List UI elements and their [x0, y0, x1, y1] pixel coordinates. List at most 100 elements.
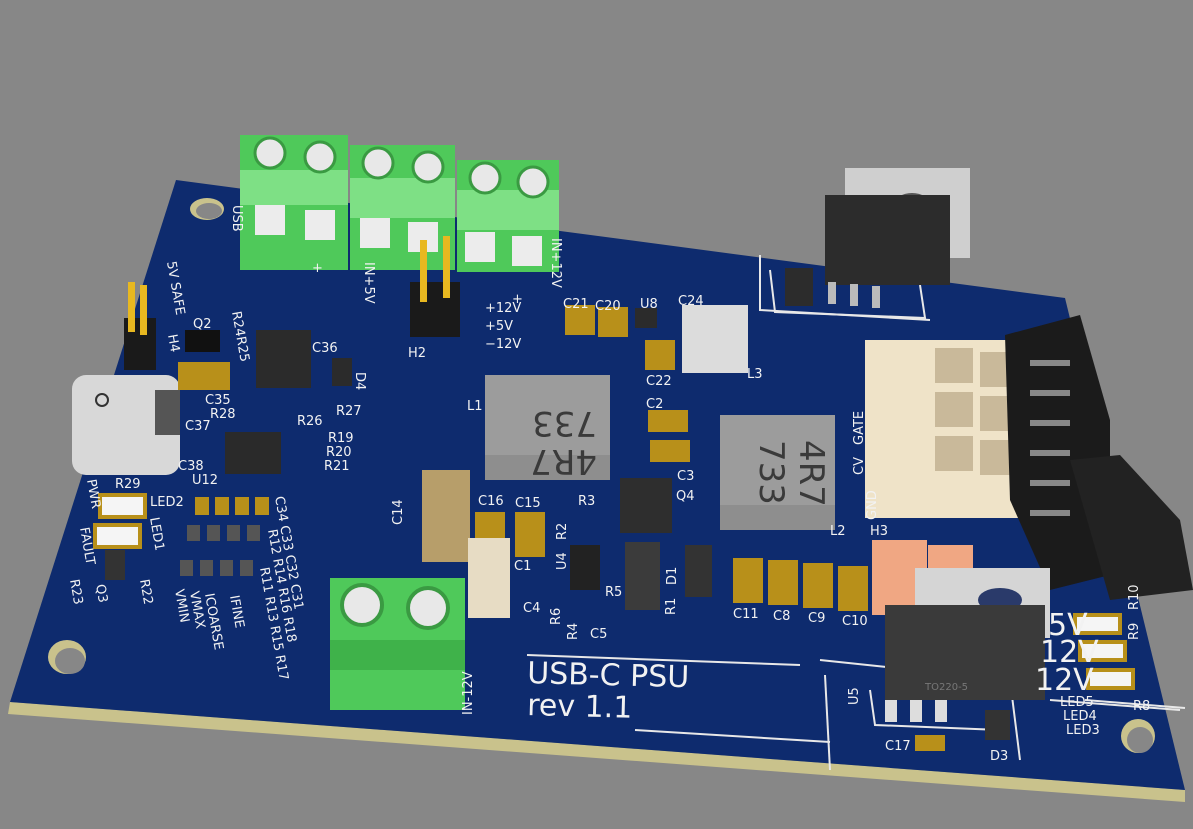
refdes-r2: R2 [555, 523, 570, 540]
refdes-r5: R5 [605, 585, 622, 600]
refdes-d3: D3 [990, 749, 1008, 764]
terminal-block-usb[interactable] [240, 135, 348, 270]
led-fault [93, 523, 142, 549]
passive-array [180, 497, 269, 576]
molex-power-connector-h3[interactable] [865, 340, 1025, 518]
refdes-led3: LED3 [1066, 723, 1100, 738]
label-in-12v: IN-12V [461, 671, 476, 715]
refdes-c4: C4 [523, 601, 540, 616]
refdes-c35: C35 [205, 393, 231, 408]
refdes-c16: C16 [478, 494, 504, 509]
board-title: USB-C PSU [527, 656, 690, 695]
refdes-q3: Q3 [92, 583, 110, 604]
refdes-l1: L1 [467, 399, 483, 414]
inductor-l2-value: 4R7 [791, 440, 831, 507]
refdes-u8: U8 [640, 297, 658, 312]
package-label: TO220-5 [924, 682, 968, 693]
refdes-r29: R29 [115, 477, 141, 492]
label-5v: 5V [1048, 608, 1088, 643]
diode [785, 268, 813, 306]
label-vmin: VMIN [171, 588, 192, 624]
label-vmax: VMAX [186, 590, 207, 630]
refdes-c9: C9 [808, 611, 825, 626]
refdes-r27: R27 [336, 404, 362, 419]
ic-u8 [635, 308, 657, 328]
inductor-l1-value: 4R7 [530, 441, 597, 481]
refdes-r4: R4 [566, 623, 581, 640]
ic-u12 [225, 432, 281, 474]
refdes-h2: H2 [408, 346, 426, 361]
refdes-l3: L3 [747, 367, 763, 382]
refdes-c15: C15 [515, 496, 541, 511]
idc-header[interactable] [1005, 315, 1193, 600]
capacitor-c15 [515, 512, 545, 557]
label-fault: FAULT [76, 526, 97, 566]
refdes-c38: C38 [178, 459, 204, 474]
terminal-block-in12v[interactable] [457, 160, 559, 272]
potentiometer[interactable] [468, 538, 510, 618]
refdes-c1: C1 [514, 559, 531, 574]
refdes-u12: U12 [192, 473, 218, 488]
refdes-c37: C37 [185, 419, 211, 434]
refdes-r3: R3 [578, 494, 595, 509]
capacitor-c21 [565, 305, 595, 335]
header-h2[interactable] [410, 236, 460, 337]
refdes-r23: R23 [66, 578, 85, 606]
refdes-c5: C5 [590, 627, 607, 642]
inductor-l1: 733 4R7 [485, 375, 610, 481]
capacitor-c2 [648, 410, 688, 432]
header-h4-5v-safe[interactable] [124, 282, 156, 370]
refdes-led4: LED4 [1063, 709, 1097, 724]
refdes-c20: C20 [595, 299, 621, 314]
capacitor-c14 [422, 470, 470, 562]
capacitor-c3 [650, 440, 690, 462]
capacitor-c20 [598, 307, 628, 337]
refdes-c8: C8 [773, 609, 790, 624]
capacitor-c35 [178, 362, 230, 390]
led-pwr [98, 493, 147, 519]
refdes-d4: D4 [352, 372, 367, 390]
terminal-block-in5v[interactable] [350, 145, 455, 270]
diode-d1 [685, 545, 712, 597]
refdes-led1: LED1 [146, 516, 167, 552]
refdes-h4: H4 [164, 333, 182, 353]
refdes-c17: C17 [885, 739, 911, 754]
refdes-c3: C3 [677, 469, 694, 484]
transistor-q3 [105, 550, 125, 580]
refdes-c21: C21 [563, 297, 589, 312]
inductor-l2: 4R7 733 [720, 415, 835, 530]
label-in5v: IN+5V [361, 262, 376, 304]
label-12v: 12V [1040, 635, 1099, 670]
refdes-c36: C36 [312, 341, 338, 356]
refdes-u5: U5 [847, 687, 862, 705]
refdes-r28: R28 [210, 407, 236, 422]
refdes-h3: H3 [870, 524, 888, 539]
label-plus: + [312, 261, 323, 276]
transistor-q2 [185, 330, 220, 352]
terminal-block-in-12v[interactable] [330, 578, 465, 710]
refdes-q4: Q4 [676, 489, 695, 504]
label-plus: + [512, 292, 523, 307]
rail-leds [1073, 613, 1135, 690]
board-revision: rev 1.1 [527, 688, 633, 726]
refdes-r21: R21 [324, 459, 350, 474]
usb-c-connector[interactable] [72, 375, 180, 475]
refdes-led5: LED5 [1060, 695, 1094, 710]
label-pwr: PWR [83, 478, 103, 510]
regulator-u5-to220: TO220-5 [885, 568, 1050, 722]
label-m12v: 12V [1035, 663, 1094, 698]
refdes-c14: C14 [391, 499, 406, 525]
output-capacitors [733, 558, 868, 611]
refdes-d1: D1 [665, 567, 680, 585]
label-in12v: IN+12V [548, 238, 563, 288]
label-ifine: IFINE [226, 594, 247, 629]
refdes-r22: R22 [136, 578, 155, 606]
capacitor-c22 [645, 340, 675, 370]
label-rail-p12v: +12V [485, 301, 521, 316]
refdes-r19: R19 [328, 431, 354, 446]
refdes-c22: C22 [646, 374, 672, 389]
capacitor-c17 [915, 735, 945, 751]
label-rail-m12v: −12V [485, 337, 521, 352]
sense-resistor-r1 [625, 542, 660, 610]
